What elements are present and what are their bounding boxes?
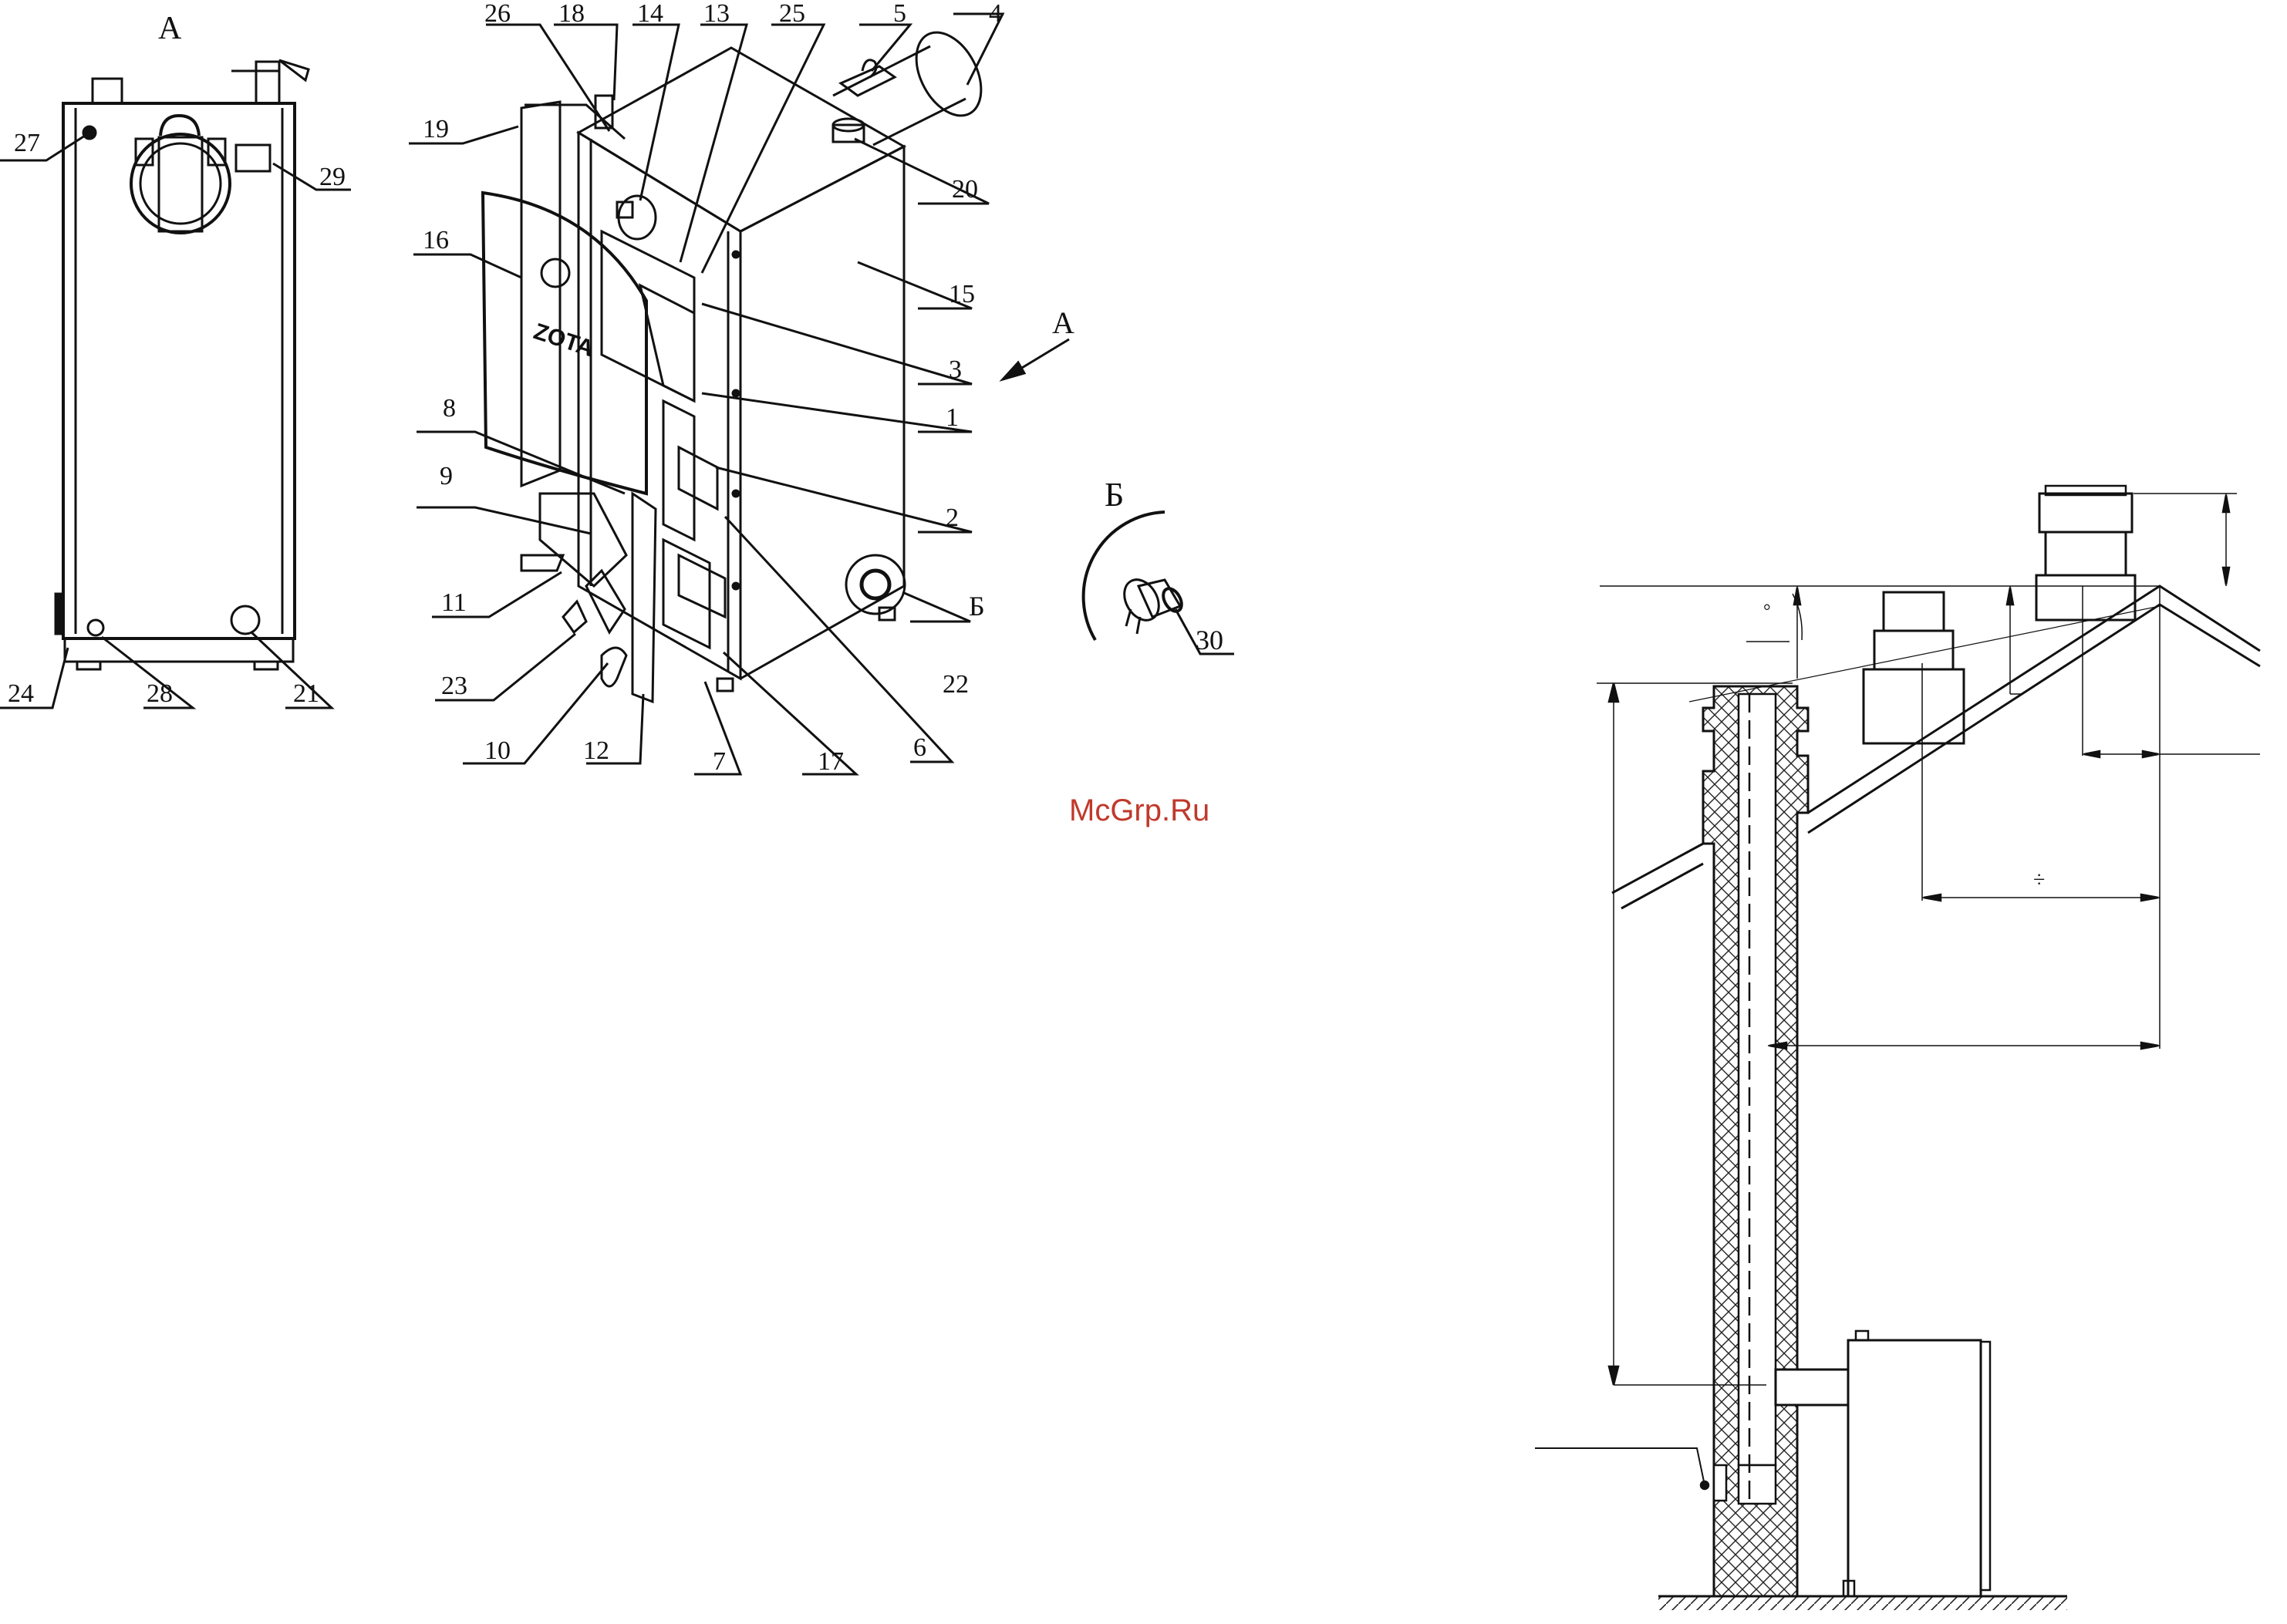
label-7: 7: [713, 747, 726, 776]
boiler-body-rear: [63, 103, 295, 638]
roof-left: [1612, 844, 1703, 908]
label-10: 10: [484, 736, 511, 765]
label-21: 21: [293, 679, 319, 708]
label-16: 16: [423, 226, 449, 254]
label-13: 13: [703, 0, 730, 28]
label-4: 4: [989, 0, 1002, 28]
foot-left: [77, 662, 100, 669]
range-mark: ÷: [2033, 868, 2045, 892]
view-a-arrow-label: А: [1052, 305, 1074, 340]
view-a-title: А: [158, 11, 182, 46]
label-17: 17: [818, 747, 844, 776]
label-14: 14: [637, 0, 663, 28]
label-26: 26: [484, 0, 511, 28]
label-30: 30: [1196, 625, 1223, 655]
detail-b: Б 30: [1084, 476, 1234, 655]
fitting-28: [88, 620, 103, 635]
label-20: 20: [952, 175, 978, 204]
roof-right: [1808, 586, 2260, 833]
label-23: 23: [441, 672, 467, 700]
nameplate: [236, 145, 270, 171]
label-1: 1: [946, 403, 959, 432]
flue-outlet-rear: [131, 134, 230, 233]
top-fitting-right: [256, 62, 279, 103]
chimney-diagram: ° ÷: [1535, 486, 2260, 1610]
foot-right: [255, 662, 278, 669]
boiler-box: [1848, 1340, 1981, 1596]
callout-b-label: Б: [969, 591, 985, 622]
fitting-27: [83, 126, 96, 139]
flue-channel: [1739, 694, 1776, 1465]
label-8: 8: [443, 394, 456, 423]
top-fitting-left: [93, 79, 122, 103]
boiler-front-face: [578, 133, 740, 679]
label-22: 22: [943, 670, 969, 699]
label-3: 3: [949, 355, 962, 384]
chimney-3: [2036, 575, 2135, 620]
label-18: 18: [558, 0, 585, 28]
detail-b-title: Б: [1105, 476, 1124, 514]
detail-b-arc: [1084, 512, 1165, 640]
view-a: А 27 29 24 28: [0, 11, 351, 708]
callout-b-circle: [846, 555, 905, 614]
ground-hatch: [1658, 1596, 2067, 1610]
label-11: 11: [441, 588, 467, 617]
main-boiler-view: ZOTA: [409, 0, 1074, 776]
door-logo: ZOTA: [531, 318, 597, 362]
angle-mark: °: [1763, 601, 1771, 622]
label-25: 25: [779, 0, 805, 28]
label-2: 2: [946, 504, 959, 532]
label-27: 27: [14, 129, 40, 157]
label-5: 5: [893, 0, 906, 28]
flue-pipe-end: [903, 22, 994, 126]
label-6: 6: [913, 733, 926, 762]
label-28: 28: [147, 679, 173, 708]
label-24: 24: [8, 679, 34, 708]
chimney-2: [1864, 669, 1964, 743]
return-pipe-21: [231, 606, 259, 634]
watermark: McGrp.Ru: [1069, 793, 1209, 827]
label-15: 15: [949, 280, 975, 308]
label-12: 12: [583, 736, 609, 765]
label-9: 9: [440, 462, 453, 490]
label-19: 19: [423, 115, 449, 143]
label-29: 29: [319, 163, 346, 191]
